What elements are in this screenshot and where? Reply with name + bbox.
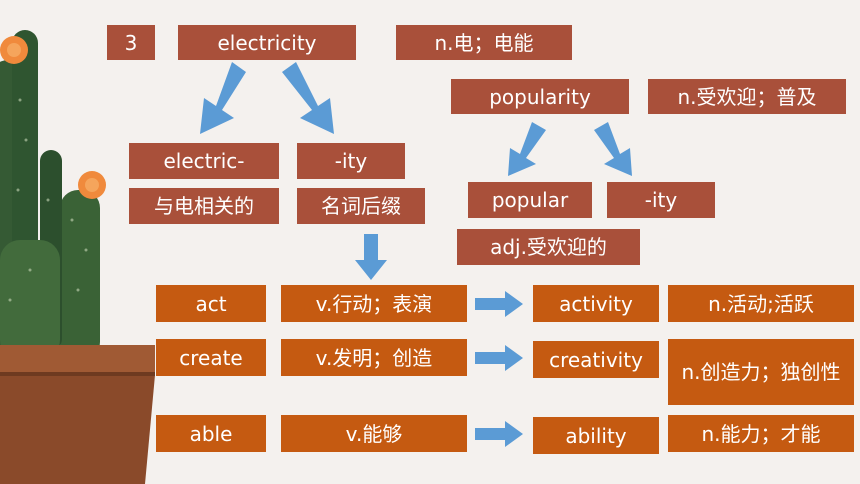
- right-arrow-icon: [475, 421, 523, 447]
- noun-creativity: creativity: [533, 341, 659, 378]
- word-electricity: electricity: [178, 25, 356, 60]
- down-arrow-icon: [200, 62, 246, 134]
- part-popular: popular: [468, 182, 592, 218]
- verb-create: create: [156, 339, 266, 376]
- word-popularity: popularity: [451, 79, 629, 114]
- meaning-electricity: n.电；电能: [396, 25, 572, 60]
- verb-meaning-create: v.发明；创造: [281, 339, 467, 376]
- noun-ability: ability: [533, 417, 659, 454]
- part-electric: electric-: [129, 143, 279, 179]
- down-arrow-icon: [508, 122, 546, 176]
- part-ity: -ity: [297, 143, 405, 179]
- meaning-electric: 与电相关的: [129, 188, 279, 224]
- number-box: 3: [107, 25, 155, 60]
- noun-meaning-creativity: n.创造力；独创性: [668, 339, 854, 405]
- noun-meaning-activity: n.活动;活跃: [668, 285, 854, 322]
- right-arrow-icon: [475, 291, 523, 317]
- down-arrow-icon: [282, 62, 334, 134]
- verb-act: act: [156, 285, 266, 322]
- verb-meaning-able: v.能够: [281, 415, 467, 452]
- right-arrow-icon: [475, 345, 523, 371]
- noun-meaning-ability: n.能力；才能: [668, 415, 854, 452]
- verb-able: able: [156, 415, 266, 452]
- part-ity-2: -ity: [607, 182, 715, 218]
- verb-meaning-act: v.行动；表演: [281, 285, 467, 322]
- noun-activity: activity: [533, 285, 659, 322]
- cactus-plant-decoration: [0, 30, 155, 484]
- meaning-ity: 名词后缀: [297, 188, 425, 224]
- meaning-popularity: n.受欢迎；普及: [648, 79, 846, 114]
- down-arrow-icon: [355, 234, 387, 280]
- down-arrow-icon: [594, 122, 632, 176]
- meaning-popular: adj.受欢迎的: [457, 229, 640, 265]
